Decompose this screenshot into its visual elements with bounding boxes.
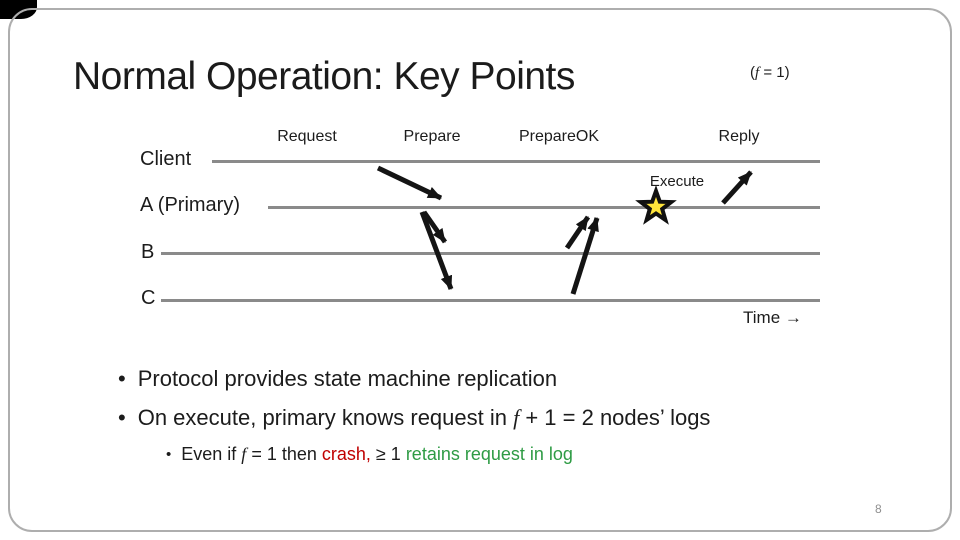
bullet-dot: • (166, 446, 172, 463)
black-corner-box (0, 0, 37, 19)
prepareok-from-c-arrow (570, 217, 600, 295)
time-axis-label: Time → (743, 308, 802, 327)
prepare-label: Prepare (403, 128, 461, 145)
b3-s1: Even if (181, 444, 242, 464)
f-equals-note: (f = 1) (750, 64, 790, 82)
b3-retains-green-text: retains request in log (405, 444, 573, 464)
slide-title: Normal Operation: Key Points (73, 55, 575, 98)
execute-label: Execute (649, 173, 705, 190)
bullet-even-if-crash-text: Even if f = 1 then crash, ≥ 1 retains re… (181, 444, 573, 465)
lane-label-c: C (141, 287, 156, 309)
b3-crash-red-text: crash, (321, 444, 371, 464)
bullet-on-execute: • On execute, primary knows request in f… (118, 405, 710, 431)
b3-s2: = 1 then (246, 444, 322, 464)
page-number: 8 (875, 502, 882, 516)
bullet-even-if-crash: • Even if f = 1 then crash, ≥ 1 retains … (166, 444, 573, 465)
prepare-to-c-arrow (419, 211, 454, 290)
lane-label-b: B (141, 241, 155, 263)
b-timeline (161, 252, 820, 255)
reply-arrow (721, 170, 753, 205)
lane-label-a-primary: A (Primary) (140, 194, 240, 216)
f-note-post: = 1) (759, 64, 790, 81)
f-note-f: f (755, 65, 760, 81)
c-timeline (161, 299, 820, 302)
b2-pre: On execute, primary knows request in (137, 405, 514, 430)
b3-s3: ≥ 1 (370, 444, 406, 464)
a-primary-timeline (268, 206, 820, 209)
bullet-dot: • (118, 405, 126, 430)
b2-post: + 1 = 2 nodes’ logs (519, 405, 711, 430)
request-arrow (376, 165, 443, 201)
prepare-to-b-arrow (421, 210, 448, 244)
bullet-dot: • (118, 366, 126, 391)
lane-label-client: Client (140, 148, 192, 170)
reply-label: Reply (718, 128, 760, 145)
b2-f: f (513, 405, 520, 430)
bullet-protocol: • Protocol provides state machine replic… (118, 366, 557, 392)
bullet-protocol-text: Protocol provides state machine replicat… (137, 366, 558, 391)
b3-f: f (241, 444, 247, 464)
f-note-pre: ( (750, 64, 755, 81)
bullet-on-execute-text: On execute, primary knows request in f +… (138, 405, 711, 431)
request-label: Request (277, 128, 337, 145)
prepare-ok-label: PrepareOK (518, 128, 600, 145)
prepareok-from-b-arrow (564, 215, 591, 250)
client-timeline (212, 160, 820, 163)
